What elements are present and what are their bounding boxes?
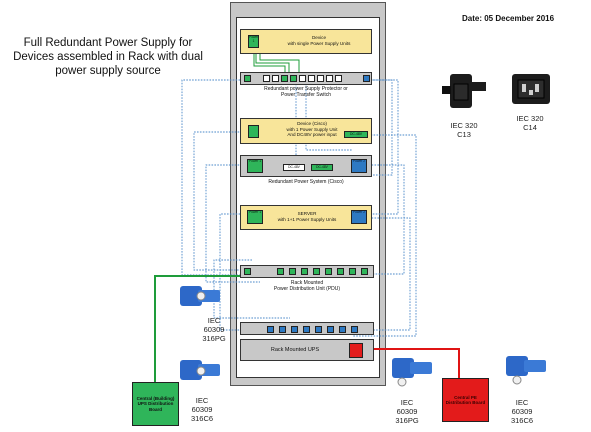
switch-port [290, 75, 297, 82]
diagram-title: Full Redundant Power Supply for Devices … [13, 37, 203, 77]
ups-outlet [279, 326, 286, 333]
power-transfer-switch[interactable] [240, 72, 372, 85]
ups-outlet [291, 326, 298, 333]
cable-switch-to-server [365, 79, 399, 215]
pdu-outlet [337, 268, 344, 275]
cable-cisco-to-pdu [193, 131, 252, 271]
ups-label: Rack Mounted UPS [270, 347, 320, 353]
device-label: Device with single Power Supply Units [287, 35, 351, 46]
server-psu-power1: Power 1 [247, 210, 263, 224]
switch-port [326, 75, 333, 82]
switch-port [272, 75, 279, 82]
cisco-dc48v-input: DC-48V [344, 131, 368, 138]
ups-outlet [327, 326, 334, 333]
server-psu-power2: Power 2 [351, 210, 367, 224]
pdu-outlet [289, 268, 296, 275]
device-psu-power1: Power 1 [248, 35, 259, 48]
iec60309-label-3: IEC 60309 316PG [395, 398, 419, 425]
iec60309-plug-icon [180, 286, 220, 306]
cable-switch-to-rps-dc [305, 78, 352, 151]
rps-dc48v-output-2: DC-48V [311, 164, 333, 171]
redundant-power-system[interactable]: Power 1 DC-48V DC-48V Power 2 [240, 155, 372, 177]
switch-port [363, 75, 370, 82]
ups-outlet [339, 326, 346, 333]
ups-outlet [315, 326, 322, 333]
iec-c13-label: IEC 320 C13 [450, 121, 478, 139]
iec60309-socket-icon [180, 360, 220, 380]
iec60309-socket-icon [506, 356, 546, 385]
switch-port [308, 75, 315, 82]
cisco-device[interactable]: Device (Cisco) with 1 Power Supply Unit … [240, 118, 372, 144]
rps-psu-power2: Power 2 [351, 159, 367, 173]
device-single-psu[interactable]: Power 1 Device with single Power Supply … [240, 29, 372, 54]
iec-c13-plug-icon [442, 74, 486, 108]
central-ups-distribution-board: Central (Building) UPS Distribution Boar… [132, 382, 179, 426]
pdu-outlet [361, 268, 368, 275]
rps-label: Redundant Power System (Cisco) [268, 179, 344, 185]
pdu-outlet [244, 268, 251, 275]
switch-port [335, 75, 342, 82]
ups-input-psu [349, 343, 363, 358]
pdu-outlet [301, 268, 308, 275]
switch-port [317, 75, 324, 82]
cisco-psu-power1 [248, 125, 259, 138]
cable-server-to-ups [360, 217, 411, 331]
iec-c14-label: IEC 320 C14 [516, 114, 544, 132]
iec60309-plug-icon [392, 358, 432, 387]
iec60309-label-2: IEC 60309 316C6 [190, 396, 214, 423]
server-label: SERVER with 1+1 Power Supply Units [277, 211, 337, 222]
iec60309-label-1: IEC 60309 316PG [202, 316, 226, 343]
central-pe-distribution-board: Central PE Distribution Board [442, 378, 489, 422]
cable-cisco-to-ups [352, 134, 417, 337]
cable-rps-to-pdu [360, 164, 405, 275]
ups-outlet [303, 326, 310, 333]
switch-port [244, 75, 251, 82]
pdu-outlet [349, 268, 356, 275]
pdu-label: Rack Mounted Power Distribution Unit (PD… [273, 280, 341, 292]
pe-feed-line [359, 348, 460, 378]
ups-outlet [267, 326, 274, 333]
pdu-outlet [277, 268, 284, 275]
iec60309-label-4: IEC 60309 316C6 [510, 398, 534, 425]
switch-label: Redundant power Supply Protector or Powe… [264, 86, 348, 98]
building-ups-feed-line [154, 275, 245, 382]
iec-c14-socket-icon [512, 74, 550, 104]
rps-dc48v-output-1: DC-48V [283, 164, 305, 171]
rack-ups[interactable]: Rack Mounted UPS [240, 339, 374, 361]
pdu-outlet [325, 268, 332, 275]
cable-pdu-to-ups [213, 259, 290, 319]
cable-device-to-switch-3 [259, 48, 300, 74]
pdu-outlet [313, 268, 320, 275]
pdu[interactable] [240, 265, 374, 278]
switch-port [263, 75, 270, 82]
switch-port [299, 75, 306, 82]
cable-server-left-to-ups [219, 213, 278, 331]
cisco-device-label: Device (Cisco) with 1 Power Supply Unit … [286, 121, 338, 138]
date-label: Date: 05 December 2016 [462, 14, 555, 23]
rps-psu-power1: Power 1 [247, 159, 263, 173]
switch-port [281, 75, 288, 82]
ups-outlet-strip[interactable] [240, 322, 374, 335]
cable-rps-left-to-pdu [205, 164, 260, 283]
ups-outlet [351, 326, 358, 333]
server[interactable]: Power 1 SERVER with 1+1 Power Supply Uni… [240, 205, 372, 230]
